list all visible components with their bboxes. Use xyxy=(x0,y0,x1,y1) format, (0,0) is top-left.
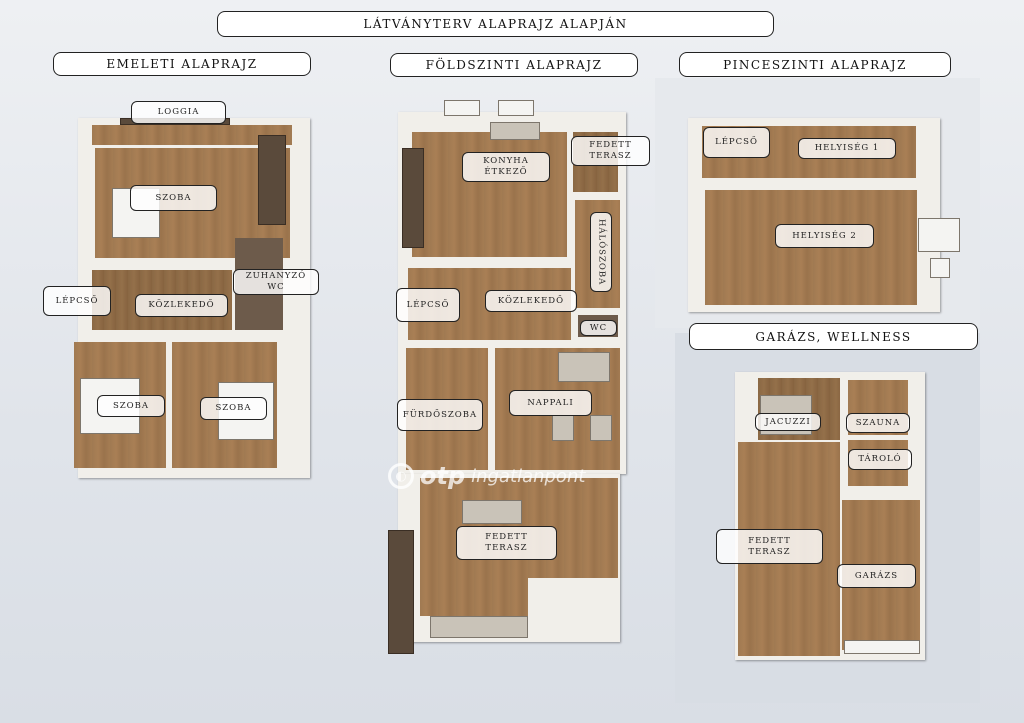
upper-loggia-floor xyxy=(92,125,292,145)
upper-wardrobe-1 xyxy=(258,135,286,225)
section-title-garazs: Garázs, wellness xyxy=(689,323,978,350)
otp-logo-icon: ◐ xyxy=(388,463,414,489)
ground-armchair-1 xyxy=(552,415,574,441)
garage-door xyxy=(844,640,920,654)
ground-terrace2b-floor xyxy=(420,578,528,616)
ground-terrace-bench xyxy=(388,530,414,654)
basement-step xyxy=(930,258,950,278)
room-label-upper-lepcso: Lépcső xyxy=(43,286,111,316)
room-label-ground-fedett-terasz-1: Fedett terasz xyxy=(571,136,650,166)
watermark-sub: ingatlanpont xyxy=(471,465,586,487)
room-label-upper-szoba-2: Szoba xyxy=(97,395,165,417)
ground-terrace-table xyxy=(462,500,522,524)
room-label-nappali: Nappali xyxy=(509,390,592,416)
room-label-garazs: Garázs xyxy=(837,564,916,588)
room-label-upper-szoba-1: Szoba xyxy=(130,185,217,211)
room-label-konyha: Konyha étkező xyxy=(462,152,550,182)
main-title: Látványterv alaprajz alapján xyxy=(217,11,774,37)
ground-dining-table xyxy=(490,122,540,140)
room-label-szauna: Szauna xyxy=(846,413,910,433)
ground-terrace-planters xyxy=(430,616,528,638)
room-label-loggia: Loggia xyxy=(131,101,226,124)
ground-kitchen-floor xyxy=(412,132,567,257)
ground-window-2 xyxy=(498,100,534,116)
room-label-basement-lepcso: Lépcső xyxy=(703,127,770,158)
room-label-garage-fedett-terasz: Fedett terasz xyxy=(716,529,823,564)
room-label-wc: WC xyxy=(580,320,617,336)
ground-kitchen-counter xyxy=(402,148,424,248)
room-label-furdoszoba: Fürdőszoba xyxy=(397,399,483,431)
room-label-jacuzzi: Jacuzzi xyxy=(755,413,821,431)
room-label-helyiseg-2: Helyiség 2 xyxy=(775,224,874,248)
watermark-brand: otp xyxy=(420,462,466,490)
room-label-haloszoba: Hálószoba xyxy=(590,212,612,292)
room-label-zuhanyzo: Zuhanyzó WC xyxy=(233,269,319,295)
basement-door xyxy=(918,218,960,252)
room-label-ground-fedett-terasz-2: Fedett terasz xyxy=(456,526,557,560)
ground-window-1 xyxy=(444,100,480,116)
ground-armchair-2 xyxy=(590,415,612,441)
section-title-pinceszinti: Pinceszinti alaprajz xyxy=(679,52,951,77)
room-label-ground-kozlekedo: Közlekedő xyxy=(485,290,577,312)
ground-sofa xyxy=(558,352,610,382)
section-title-emeleti: Emeleti alaprajz xyxy=(53,52,311,76)
room-label-upper-szoba-3: Szoba xyxy=(200,397,267,420)
room-label-upper-kozlekedo: Közlekedő xyxy=(135,294,228,317)
watermark: ◐ otp ingatlanpont xyxy=(388,462,585,490)
section-title-foldszinti: Földszinti alaprajz xyxy=(390,53,638,77)
room-label-helyiseg-1: Helyiség 1 xyxy=(798,138,896,159)
room-label-ground-lepcso: Lépcső xyxy=(396,288,460,322)
room-label-tarolo: Tároló xyxy=(848,449,912,470)
